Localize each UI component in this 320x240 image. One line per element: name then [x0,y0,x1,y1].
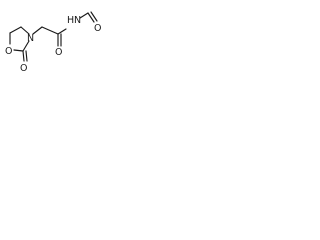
atom-formyl-oxygen: O [94,23,101,34]
bond-ring-carbonyl-double-2 [25,50,28,62]
bond-carbonyl-c-ring-o [13,49,24,52]
atom-ring-nitrogen: N [27,33,34,44]
bond-amide-c-nh [57,28,67,35]
atom-ring-carbonyl-oxygen: O [20,63,27,74]
bond-ring-carbonyl-double-1 [22,50,25,62]
atom-ring-oxygen: O [5,46,12,57]
bond-formyl-double-2 [90,11,98,22]
atom-amide-hydrogen: H [67,15,74,26]
bond-n-carbonyl-c [22,40,30,52]
bond-formyl-double-1 [87,12,95,23]
bond-ch2-amide-c [41,26,59,35]
bond-n-ch2 [32,26,43,35]
bond-nh-formyl-c [79,12,89,19]
atom-amide-carbonyl-oxygen: O [55,47,62,58]
bond-ch2-ch2 [9,26,22,34]
atom-amide-nitrogen: N [74,15,81,26]
bond-ch2-n [20,26,30,35]
chemical-structure-diagram: O N O O H N O [5,11,101,74]
